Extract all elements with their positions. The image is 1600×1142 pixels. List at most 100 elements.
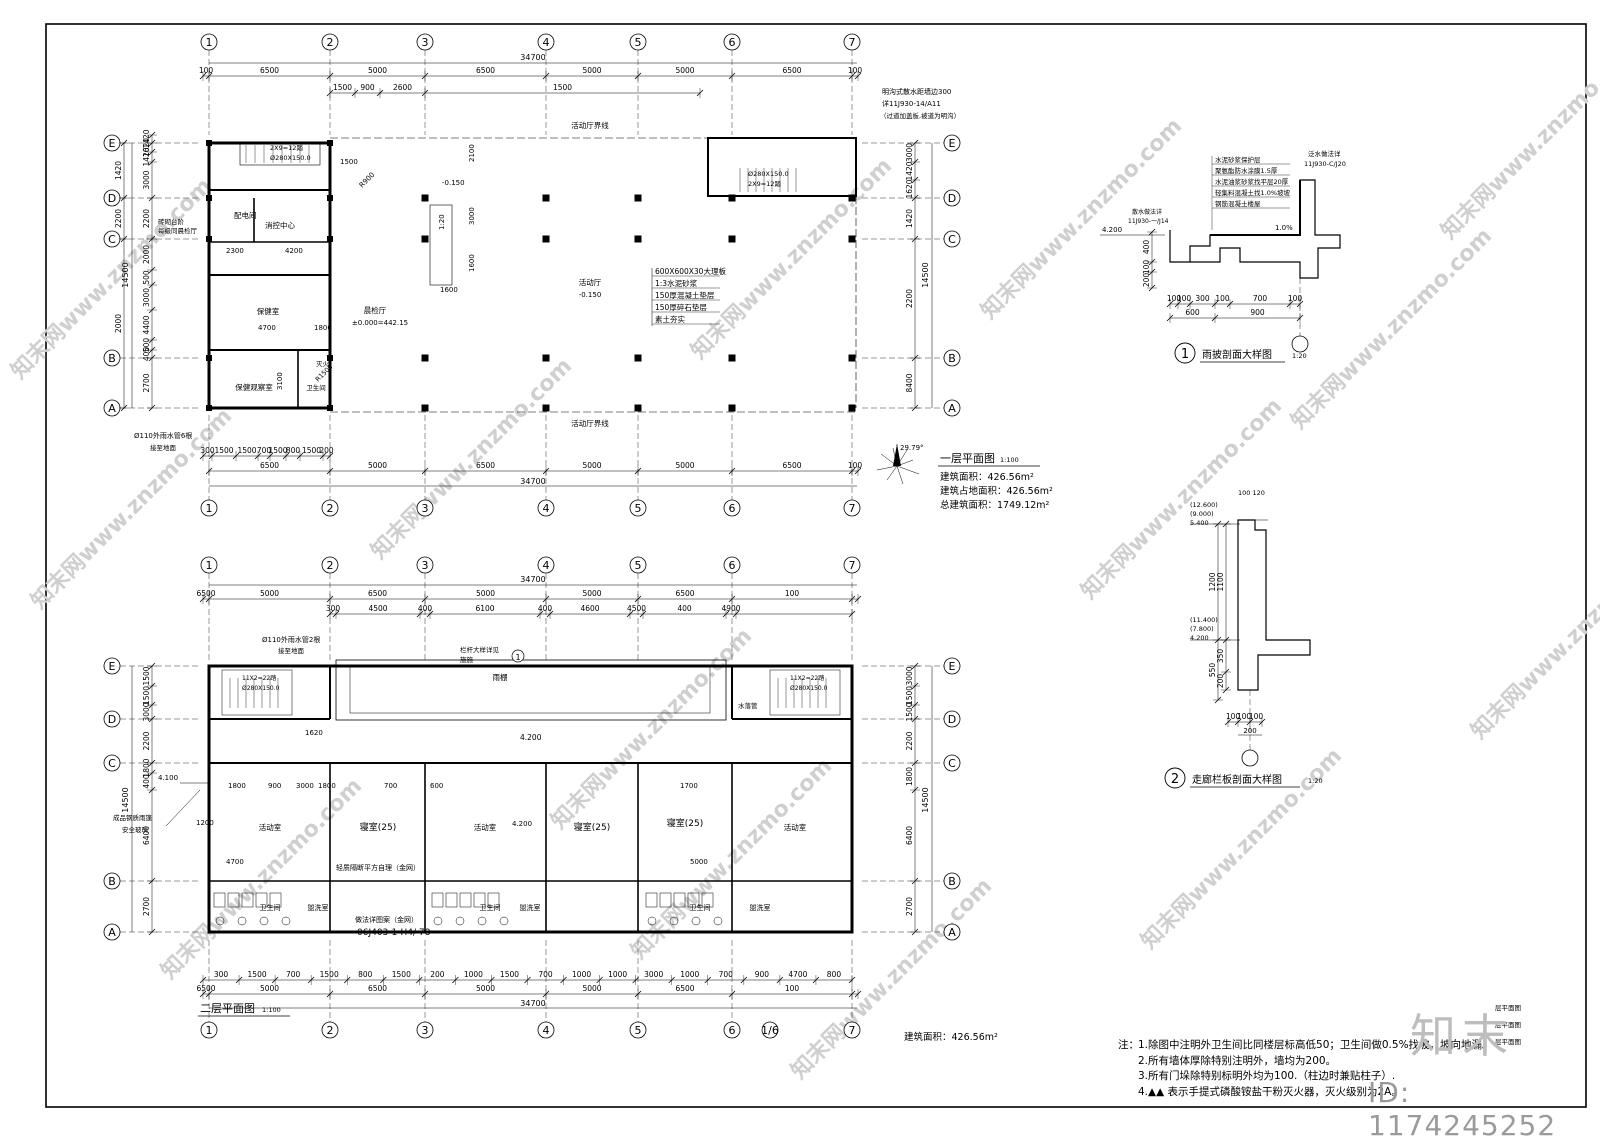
axis-label: C — [108, 233, 116, 246]
plan1-stat: 建筑面积：426.56m² — [940, 471, 1034, 483]
hall-level: ±0.000=442.15 — [352, 319, 408, 327]
axis-label: E — [949, 137, 956, 150]
dim-text: 700 — [286, 970, 301, 979]
axis-label: 5 — [635, 559, 642, 572]
compass-ray — [886, 465, 898, 481]
dim-text: 300 — [326, 604, 341, 613]
detail-no: 1 — [515, 653, 520, 662]
room-shower: 盥洗室 — [308, 903, 329, 912]
outline-walls — [207, 664, 854, 934]
flashing-ref: 11J930-C/J20 — [1304, 160, 1346, 168]
left-note: 每级同晨检厅 — [158, 226, 198, 235]
dim-text: 3000 — [142, 702, 151, 721]
column — [421, 194, 429, 202]
north-angle: 29.79° — [900, 444, 924, 452]
stamp-line: 层平面图 — [1495, 1004, 1521, 1012]
dim-text: 700 — [257, 446, 272, 455]
level-label: (9.000) — [1190, 510, 1214, 518]
dim-text: 400 — [677, 604, 692, 613]
axis-label: 2 — [327, 1024, 334, 1037]
note-item: 3.所有门垛除特别标明外均为100.（柱边时兼贴柱子）. — [1138, 1070, 1396, 1082]
dim-text: 3000 — [644, 970, 663, 979]
axis-label: 1 — [206, 36, 213, 49]
watermark-text: 知末网www.znzmo.com — [156, 773, 367, 984]
column — [327, 355, 333, 361]
canopy-inner — [349, 666, 711, 714]
column — [421, 404, 429, 412]
dim-text: 6500 — [260, 66, 279, 75]
dim-text: 6500 — [476, 66, 495, 75]
overall-dim-text: 34700 — [520, 999, 545, 1008]
dim-text: 100 — [1142, 260, 1151, 275]
apron-ref: 散水做法详 — [1132, 208, 1162, 216]
dim-inner: 4700 — [258, 324, 276, 332]
dim-inner: 900 — [268, 782, 281, 790]
dim-text: 400 — [142, 347, 151, 362]
axis-label: C — [948, 757, 956, 770]
room-observe: 保健观察室 — [235, 382, 273, 392]
axis-label: 3 — [422, 1024, 429, 1037]
room-wash: 卫生间 — [480, 903, 501, 912]
dim-inner: 1600 — [440, 286, 458, 294]
layer-label: 钢筋混凝土楼屋 — [1215, 199, 1261, 208]
axis-label: 3 — [422, 36, 429, 49]
column — [327, 405, 333, 411]
detail-ref: 栏杆大样详见 — [460, 645, 500, 654]
stair-label: Ø280X150.0 — [748, 170, 789, 178]
dim-text: 6500 — [368, 984, 387, 993]
dim-text: 1500 — [214, 446, 233, 455]
column — [206, 195, 212, 201]
dim-text: 1620 — [142, 138, 151, 157]
stair-label: Ø280X150.0 — [270, 154, 311, 162]
dim-inner: 1700 — [680, 782, 698, 790]
column — [421, 235, 429, 243]
detail2-no-circle — [1164, 767, 1186, 789]
room-wash: 卫生间 — [690, 903, 711, 912]
watermark-text: 知末网www.znzmo.com — [546, 623, 757, 834]
axis-bubble-extra — [761, 1021, 779, 1039]
dim-inner: 4200 — [285, 247, 303, 255]
toilet-stall — [687, 892, 700, 908]
dim-text: 100 — [848, 461, 863, 470]
dim-text: 1000 — [572, 970, 591, 979]
left-note: 安全玻璃 — [122, 825, 149, 834]
dim-text: 1420 — [142, 129, 151, 148]
dim-text: 1500 — [320, 970, 339, 979]
dim-text: 6500 — [675, 589, 694, 598]
downpipe-note: 接至地面 — [278, 646, 305, 655]
axis-label: 2 — [327, 502, 334, 515]
axis-label: 4 — [543, 502, 550, 515]
left-total-text: 14500 — [121, 262, 130, 287]
level-label: (11.400) — [1190, 616, 1218, 624]
dim-text: 6500 — [675, 984, 694, 993]
room-activity: 活动室 — [784, 822, 807, 832]
dim-text: 2700 — [142, 373, 151, 392]
dim-text: 100 — [785, 589, 800, 598]
dim-text: 5000 — [476, 589, 495, 598]
note-item: 1.除图中注明外卫生间比同楼层标高低50；卫生间做0.5%找坡，坡向地漏。 — [1138, 1039, 1493, 1051]
toilet-stall — [241, 892, 254, 908]
dim-text: 6500 — [782, 461, 801, 470]
dim-text: 1500 — [142, 686, 151, 705]
dim-text: 300 — [200, 446, 215, 455]
detail1-axis-bubble — [1291, 335, 1309, 353]
axis-label: D — [948, 192, 956, 205]
layer-label: 水泥油浆砂浆找平层20厚 — [1215, 177, 1289, 186]
parapet-section — [1237, 519, 1311, 691]
dim-text: 1420 — [905, 209, 914, 228]
axis-label: 7 — [849, 1024, 856, 1037]
column — [206, 140, 212, 146]
stair-hatch — [239, 142, 321, 166]
activity-level: -0.150 — [579, 291, 602, 299]
dim-text: 350 — [1216, 649, 1225, 664]
column — [848, 235, 856, 243]
axis-label: B — [108, 875, 116, 888]
watermark-text: 知末网www.znzmo.com — [1076, 393, 1287, 604]
dim-text: 900 — [755, 970, 770, 979]
axis-label: A — [108, 926, 116, 939]
detail2-axis-bubble — [1241, 749, 1259, 767]
dim-text: 1420 — [142, 147, 151, 166]
dim-text: 2000 — [142, 245, 151, 264]
